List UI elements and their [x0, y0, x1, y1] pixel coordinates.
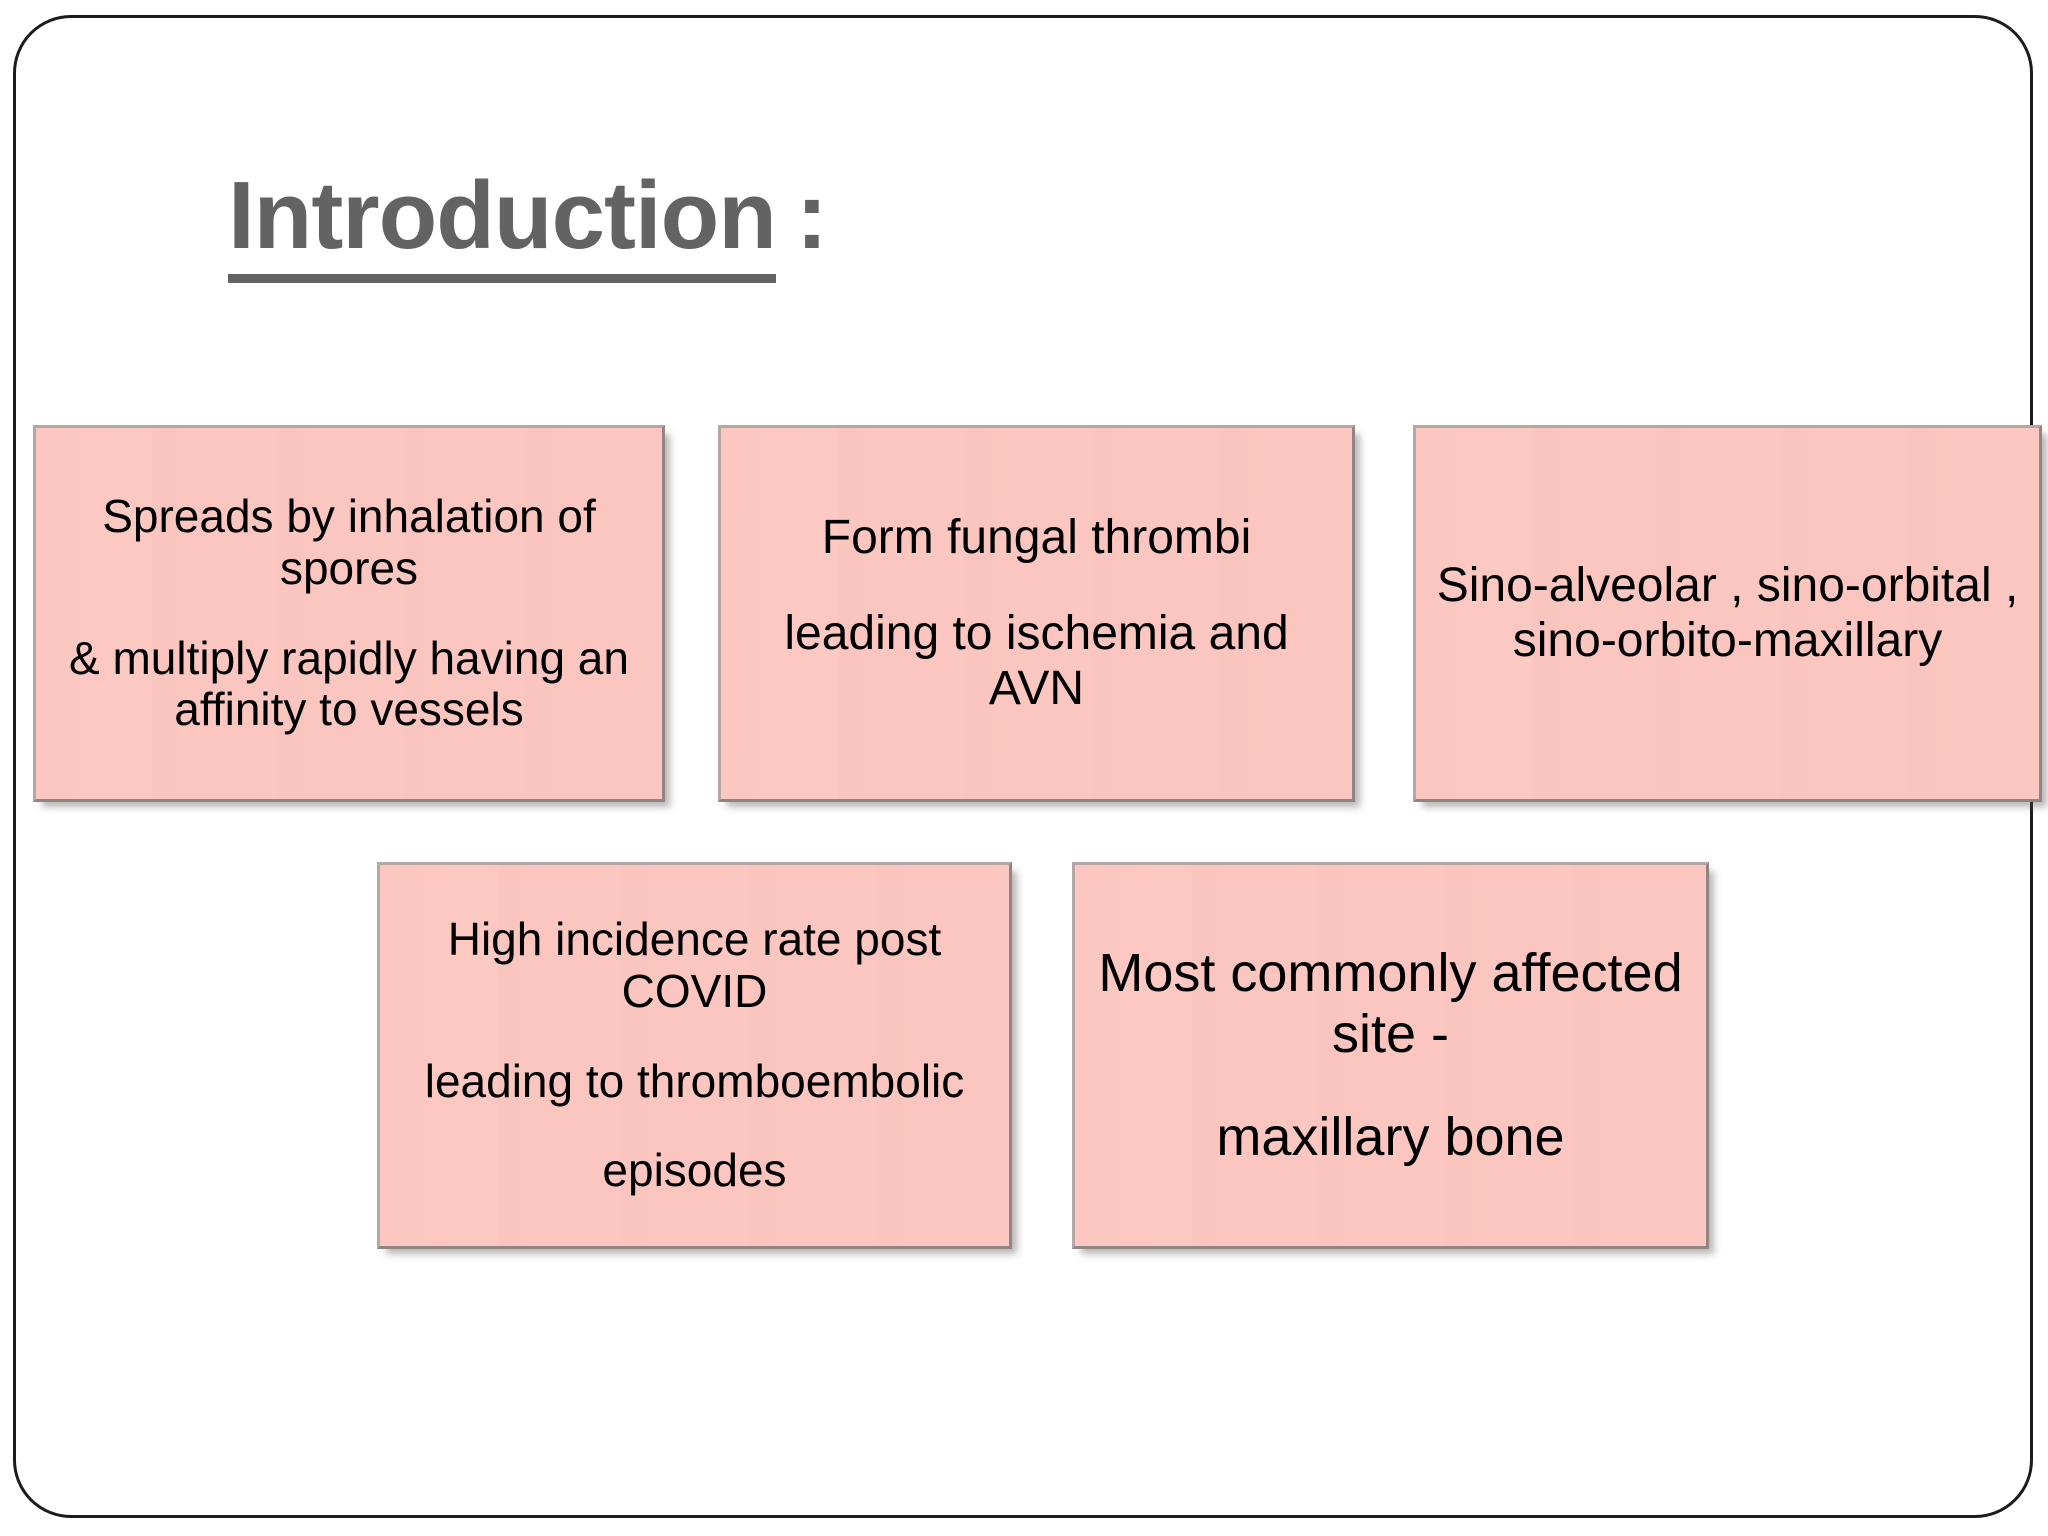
box-paragraph: Form fungal thrombi: [821, 511, 1252, 565]
spread-mechanism-box: Spreads by inhalation of spores & multip…: [33, 425, 665, 802]
box-paragraph: episodes: [602, 1144, 787, 1197]
page-title-underlined-word: Introduction: [228, 168, 777, 283]
box-paragraph: Sino-alveolar , sino-orbital , sino-orbi…: [1436, 559, 2019, 667]
box-paragraph: maxillary bone: [1216, 1107, 1565, 1167]
covid-incidence-box: High incidence rate post COVID leading t…: [377, 862, 1012, 1249]
fungal-thrombi-box: Form fungal thrombi leading to ischemia …: [718, 425, 1355, 802]
box-paragraph: leading to thromboembolic: [424, 1054, 965, 1107]
box-paragraph: leading to ischemia and AVN: [784, 607, 1289, 715]
page-title-colon: :: [795, 162, 828, 269]
page-title: Introduction:: [228, 162, 828, 283]
affected-site-box: Most commonly affected site - maxillary …: [1072, 862, 1709, 1249]
anatomic-patterns-box: Sino-alveolar , sino-orbital , sino-orbi…: [1413, 425, 2042, 802]
box-paragraph: High incidence rate post COVID: [447, 912, 942, 1017]
box-paragraph: & multiply rapidly having an affinity to…: [69, 631, 629, 736]
box-paragraph: Most commonly affected site -: [1098, 942, 1683, 1064]
box-paragraph: Spreads by inhalation of spores: [102, 489, 596, 594]
